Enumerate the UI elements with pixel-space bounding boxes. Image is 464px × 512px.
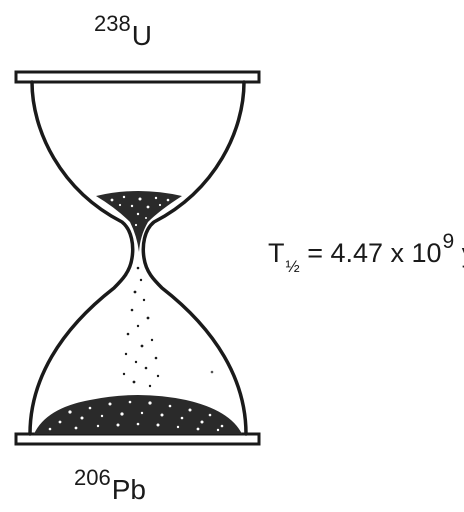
upper-sand	[96, 191, 182, 252]
lower-sand-pile	[34, 395, 242, 434]
daughter-mass-number: 206	[74, 465, 111, 490]
hourglass-bottom-cap	[14, 432, 261, 446]
parent-mass-number: 238	[94, 11, 131, 36]
daughter-element-symbol: Pb	[111, 474, 146, 505]
parent-element-symbol: U	[131, 20, 152, 51]
stray-speck	[210, 370, 214, 374]
hourglass-top-cap	[14, 70, 261, 84]
falling-sand-grains	[122, 266, 160, 388]
daughter-isotope-label: 206Pb	[74, 462, 146, 504]
half-life-unit: y	[454, 238, 464, 268]
half-life-symbol: T	[268, 238, 285, 268]
half-life-exponent: 9	[442, 230, 455, 253]
half-life-label: T½ = 4.47 x 109 y	[268, 231, 464, 275]
upper-sand-texture	[110, 195, 170, 227]
lower-sand-texture	[48, 400, 224, 432]
half-life-mantissa: = 4.47 x 10	[299, 238, 442, 268]
half-life-subscript: ½	[285, 257, 300, 276]
parent-isotope-label: 238U	[94, 8, 152, 50]
hourglass-glass	[28, 80, 248, 436]
